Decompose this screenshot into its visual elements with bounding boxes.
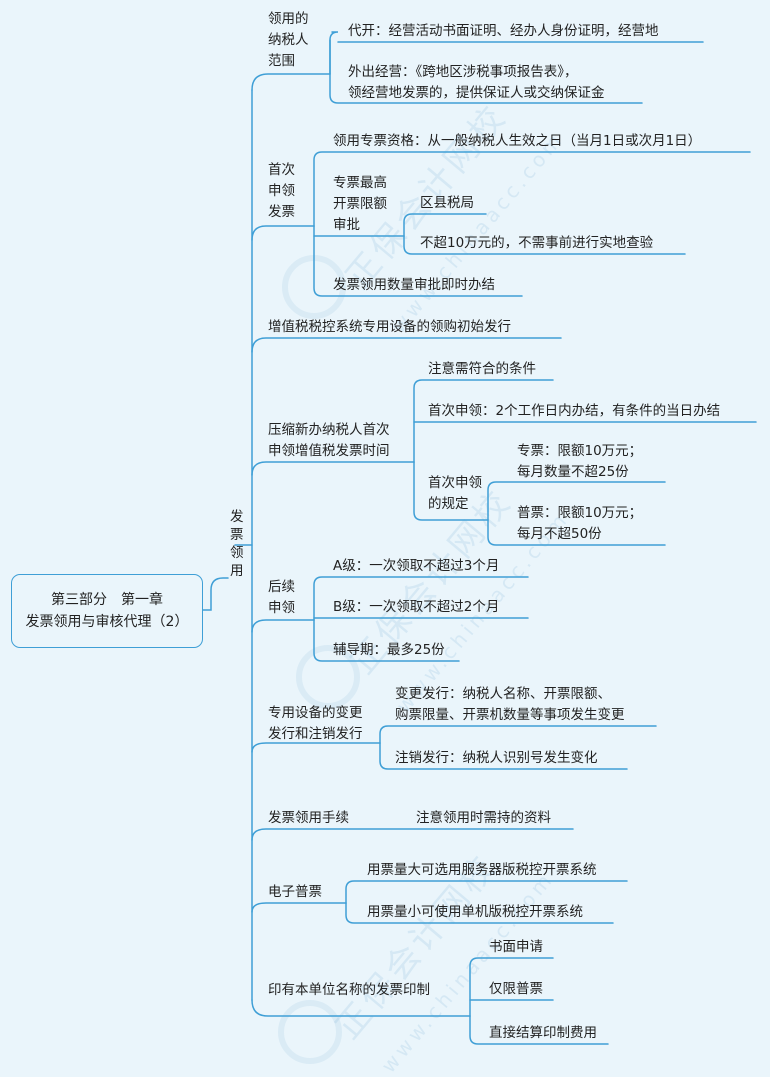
first-apply-days: 首次申领：2个工作日内办结，有条件的当日办结 [428,403,721,419]
custom-print-node: 印有本单位名称的发票印制 [268,982,430,998]
special-invoice-eligibility: 领用专票资格：从一般纳税人生效之日（当月1日或次月1日） [333,133,702,149]
required-materials: 注意领用时需持的资料 [416,810,551,826]
grade-a-rule: A级：一次领取不超过3个月 [333,558,500,574]
first-apply-node: 首次 申领 发票 [268,162,295,220]
printing-fee: 直接结算印制费用 [489,1025,597,1041]
server-system: 用票量大可选用服务器版税控开票系统 [367,862,597,878]
quantity-approval: 发票领用数量审批即时办结 [333,277,495,293]
standalone-system: 用票量小可使用单机版税控开票系统 [367,904,583,920]
mind-map: 正保会计网校 www.chinaacc.com 正保会计网校 www.china… [11,11,757,1077]
ordinary-only: 仅限普票 [489,981,543,997]
written-application: 书面申请 [489,939,543,955]
no-onsite-check: 不超10万元的，不需事前进行实地查验 [420,235,654,251]
hub-node: 发票领用 [230,509,244,579]
scope-agent-issuance: 代开：经营活动书面证明、经办人身份证明，经营地 [348,23,659,39]
ordinary-invoice-limit: 普票：限额10万元； 每月不超50份 [517,505,643,542]
special-invoice-limit: 专票：限额10万元； 每月数量不超25份 [517,443,643,480]
scope-node: 领用的 纳税人 范围 [268,11,309,69]
device-change-node: 专用设备的变更 发行和注销发行 [268,705,363,742]
special-limit-approval: 专票最高 开票限额 审批 [333,175,387,233]
counseling-period-rule: 辅导期：最多25份 [333,642,445,658]
change-issuance: 变更发行：纳税人名称、开票限额、 购票限量、开票机数量等事项发生变更 [395,686,625,723]
procedures-node: 发票领用手续 [268,810,349,826]
cancel-issuance: 注销发行：纳税人识别号发生变化 [395,750,598,766]
subsequent-apply-node: 后续 申领 [268,579,295,616]
tax-control-device: 增值税税控系统专用设备的领购初始发行 [268,319,511,335]
connector-lines [200,31,757,1045]
grade-b-rule: B级：一次领取不超过2个月 [333,599,500,615]
conditions-note: 注意需符合的条件 [428,361,536,377]
scope-out-of-area: 外出经营：《跨地区涉税事项报告表》， 领经营地发票的，提供保证人或交纳保证金 [348,64,605,101]
county-tax-bureau: 区县税局 [420,195,474,211]
first-apply-rules: 首次申领 的规定 [428,475,482,512]
shorten-time-node: 压缩新办纳税人首次 申领增值税发票时间 [268,422,390,459]
e-invoice-node: 电子普票 [268,884,322,900]
root-node: 第三部分 第一章 发票领用与审核代理（2） [11,574,203,648]
